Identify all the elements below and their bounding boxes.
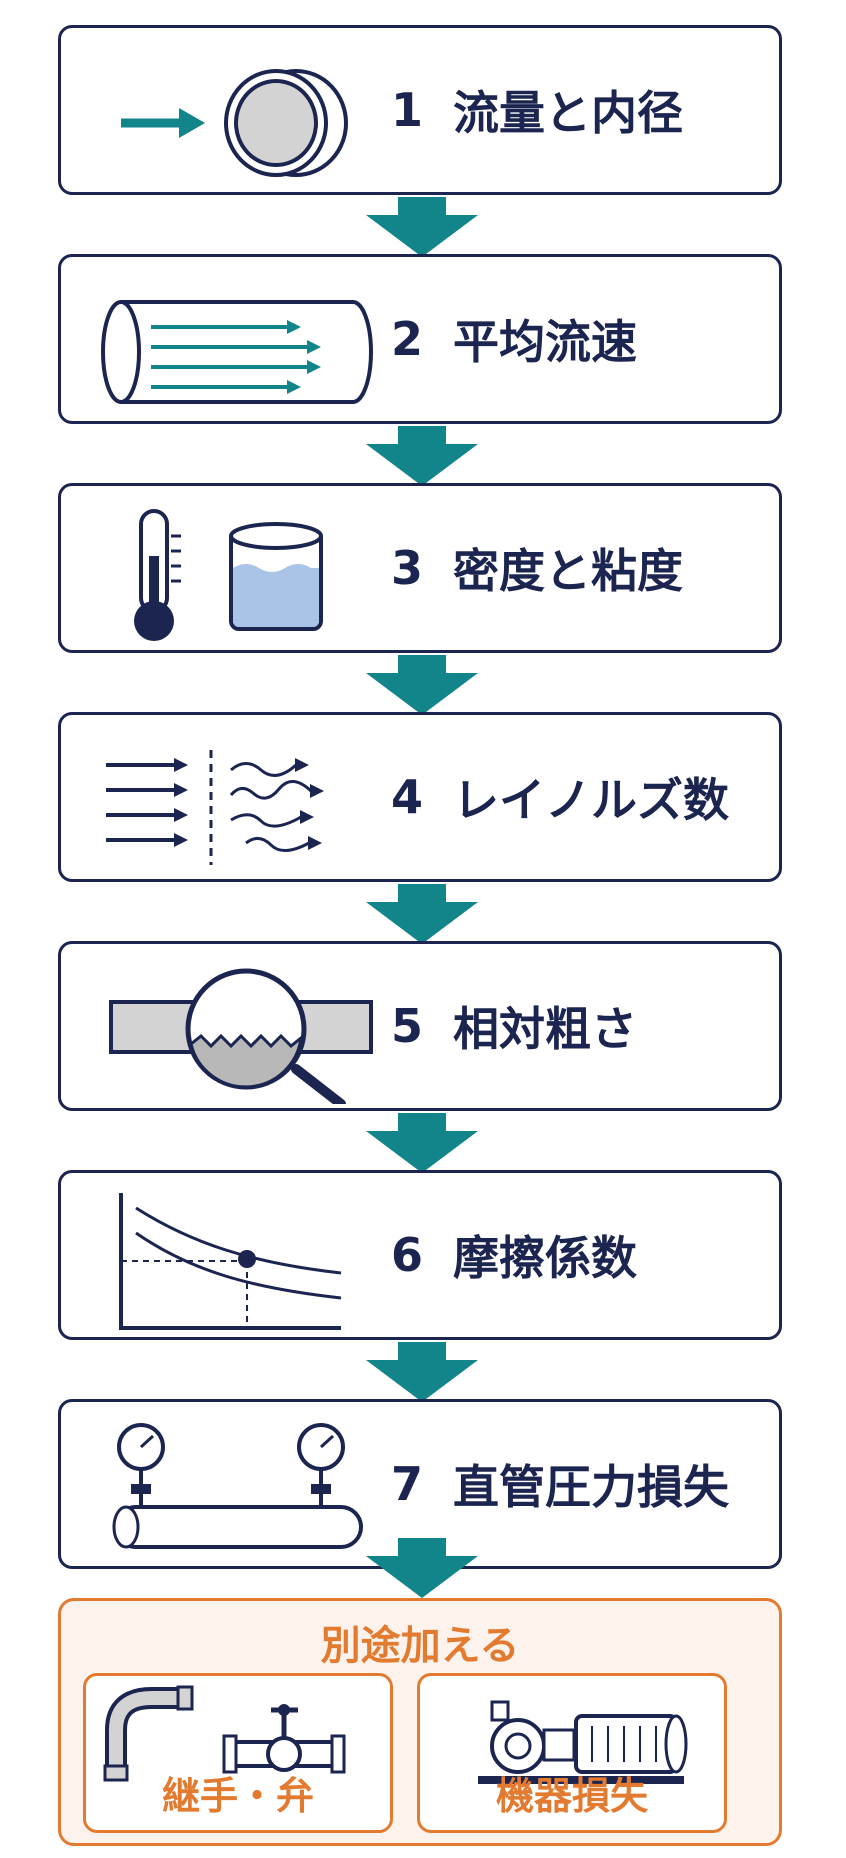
down-arrow-icon <box>366 884 478 944</box>
step-6-label: 6 摩擦係数 <box>391 1173 637 1337</box>
fittings-valves-label: 継手・弁 <box>161 1774 314 1818</box>
elbow-valve-icon <box>103 1685 346 1782</box>
step-1-text: 流量と内径 <box>453 86 684 140</box>
friction-chart-icon <box>119 1193 342 1330</box>
down-arrow-icon <box>366 197 478 257</box>
pipe-flow-icon <box>101 300 373 404</box>
equipment-loss-label: 機器損失 <box>495 1774 648 1818</box>
equipment-loss-box: 機器損失 <box>417 1673 727 1833</box>
step-6-box: 6 摩擦係数 <box>58 1170 782 1340</box>
step-5-box: 5 相対粗さ <box>58 941 782 1111</box>
thermometer-beaker-icon <box>134 509 323 641</box>
down-arrow-icon <box>366 1113 478 1173</box>
down-arrow-icon <box>366 1538 478 1598</box>
step-5-number: 5 <box>391 999 424 1053</box>
step-2-box: 2 平均流速 <box>58 254 782 424</box>
down-arrow-icon <box>366 655 478 715</box>
step-2-label: 2 平均流速 <box>391 257 637 421</box>
step-3-number: 3 <box>391 541 424 595</box>
step-4-label: 4 レイノルズ数 <box>391 715 729 879</box>
down-arrow-icon <box>366 426 478 486</box>
step-1-box: 1 流量と内径 <box>58 25 782 195</box>
step-7-text: 直管圧力損失 <box>453 1460 730 1514</box>
step-5-label: 5 相対粗さ <box>391 944 637 1108</box>
step-7-number: 7 <box>391 1457 424 1511</box>
step-4-number: 4 <box>391 770 424 824</box>
step-4-box: 4 レイノルズ数 <box>58 712 782 882</box>
magnifier-roughness-icon <box>109 968 373 1104</box>
step-6-text: 摩擦係数 <box>453 1231 638 1285</box>
pipe-gauges-icon <box>112 1423 363 1549</box>
step-7-label: 7 直管圧力損失 <box>391 1402 729 1566</box>
step-6-number: 6 <box>391 1228 424 1282</box>
step-2-text: 平均流速 <box>453 315 638 369</box>
fittings-valves-box: 継手・弁 <box>83 1673 393 1833</box>
additional-losses-title: 別途加える <box>320 1623 520 1669</box>
step-3-text: 密度と粘度 <box>453 544 684 598</box>
step-5-text: 相対粗さ <box>453 1002 638 1056</box>
step-1-label: 1 流量と内径 <box>391 28 683 192</box>
step-1-number: 1 <box>391 83 424 137</box>
pump-motor-icon <box>478 1700 688 1784</box>
step-3-box: 3 密度と粘度 <box>58 483 782 653</box>
step-3-label: 3 密度と粘度 <box>391 486 683 650</box>
additional-losses-box: 別途加える 継手・弁 <box>58 1598 782 1846</box>
step-4-text: レイノルズ数 <box>453 773 730 827</box>
laminar-turbulent-icon <box>106 750 324 865</box>
pipe-end-icon <box>121 69 348 177</box>
step-2-number: 2 <box>391 312 424 366</box>
down-arrow-icon <box>366 1342 478 1402</box>
